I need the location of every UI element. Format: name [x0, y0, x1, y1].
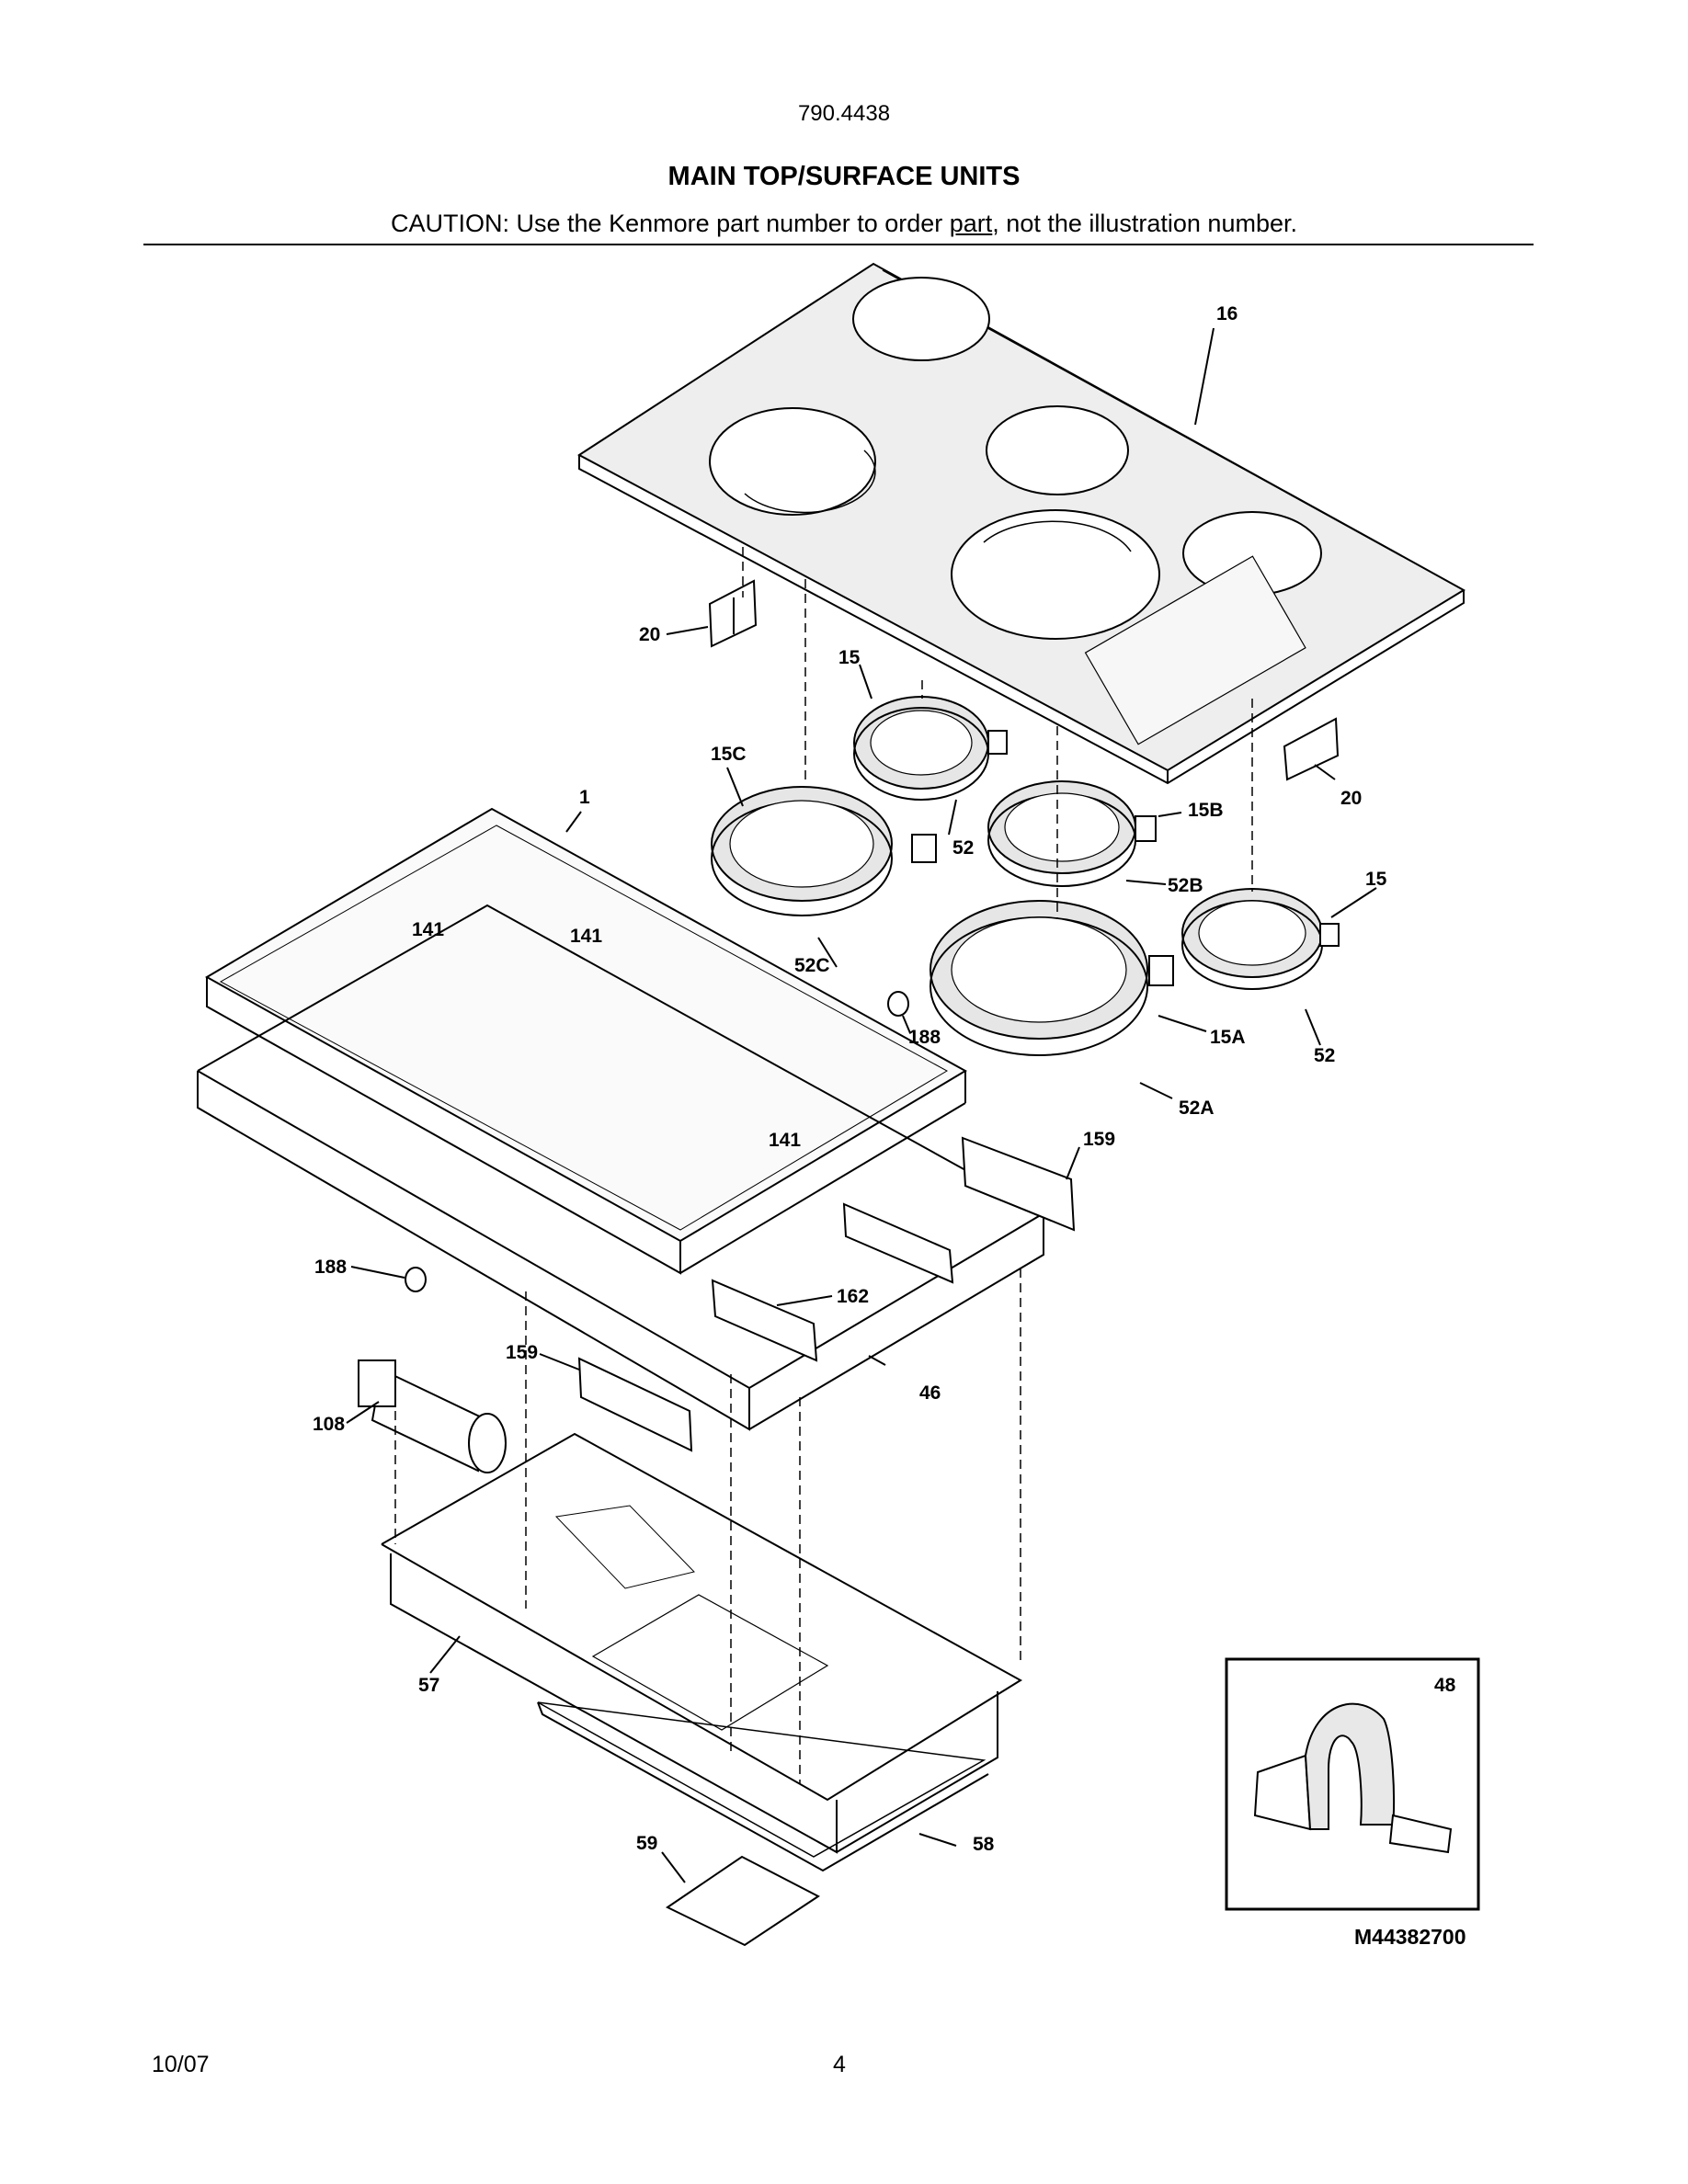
caution-note: CAUTION: Use the Kenmore part number to …	[0, 210, 1688, 238]
callout-16: 16	[1216, 303, 1237, 324]
callout-141-a: 141	[412, 919, 444, 940]
assembly-guide-lines	[394, 547, 1253, 1783]
callout-52-a: 52	[952, 837, 974, 859]
bracket-right-part	[1283, 717, 1340, 781]
callout-141-b: 141	[570, 926, 602, 947]
callout-48: 48	[1434, 1675, 1456, 1696]
element-front-large-part	[930, 900, 1174, 1056]
element-rear-right-part	[987, 780, 1157, 887]
callout-159-left: 159	[506, 1342, 538, 1363]
page-title: MAIN TOP/SURFACE UNITS	[667, 162, 1021, 191]
callout-52-b: 52	[1314, 1045, 1335, 1066]
bracket-159-right-part	[961, 1136, 1076, 1232]
callout-59: 59	[636, 1833, 657, 1854]
grommet-top-part	[887, 991, 909, 1017]
callout-159-right: 159	[1083, 1129, 1115, 1150]
grommet-left-part	[405, 1267, 427, 1292]
callout-162: 162	[837, 1286, 869, 1307]
bottom-box-part	[381, 1432, 1022, 1854]
model-number: 790.4438	[797, 101, 891, 126]
element-left-large-part	[711, 786, 937, 916]
top-frame-part	[204, 807, 968, 1275]
panel-58-part	[537, 1701, 989, 1872]
caution-prefix: CAUTION: Use the Kenmore part number to …	[391, 210, 950, 237]
callout-15B: 15B	[1188, 800, 1224, 821]
callout-52C: 52C	[794, 955, 830, 976]
callout-46: 46	[919, 1382, 941, 1404]
callout-188-left: 188	[314, 1257, 347, 1278]
bracket-159-left-part	[577, 1357, 693, 1452]
caution-underlined-word: part	[949, 210, 993, 237]
callout-15A: 15A	[1210, 1027, 1246, 1048]
inset-clamp-box	[1225, 1657, 1480, 1911]
element-right-small-part	[1181, 888, 1340, 990]
bracket-left-part	[708, 579, 758, 648]
callout-20-right: 20	[1340, 788, 1362, 809]
callout-108: 108	[313, 1414, 345, 1435]
header-rule	[143, 244, 1534, 245]
callout-141-c: 141	[769, 1130, 801, 1151]
cooktop-glass-part	[577, 262, 1466, 785]
callout-188-top: 188	[908, 1027, 941, 1048]
callout-57: 57	[418, 1675, 439, 1696]
callout-20-left: 20	[639, 624, 660, 645]
blower-part	[358, 1359, 507, 1473]
diagram-id: M44382700	[1354, 1925, 1466, 1949]
callout-15-right: 15	[1365, 869, 1387, 890]
callout-52A: 52A	[1179, 1098, 1215, 1119]
element-rear-small-part	[853, 696, 1008, 801]
footer-page-number: 4	[833, 2052, 846, 2077]
caution-suffix: , not the illustration number.	[992, 210, 1297, 237]
callout-58: 58	[973, 1834, 995, 1855]
footer-date: 10/07	[152, 2052, 210, 2077]
callout-52B: 52B	[1168, 875, 1203, 896]
callout-leaders	[346, 327, 1377, 1883]
panel-59-part	[666, 1855, 820, 1947]
callout-1: 1	[579, 787, 590, 808]
bracket-162-part	[711, 1202, 954, 1362]
callout-15C: 15C	[711, 744, 747, 765]
callout-15-rear: 15	[838, 647, 861, 668]
